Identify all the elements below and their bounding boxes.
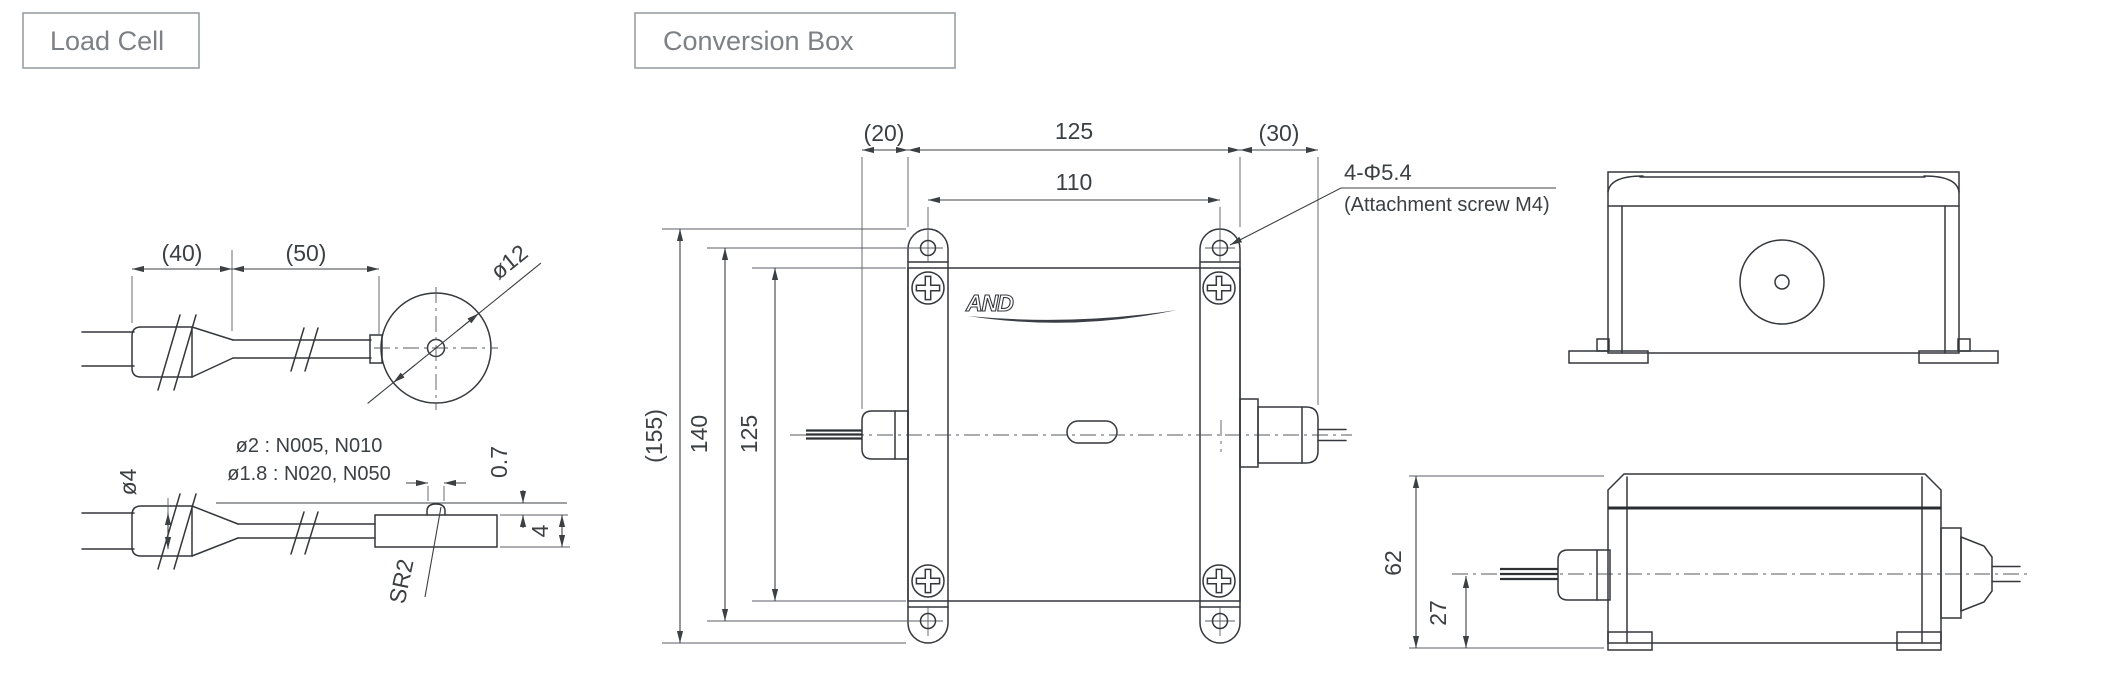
foot-tab-right [1957, 338, 1971, 352]
conversion-box-front-view: AND (20) 125 (30) 110 [641, 118, 1556, 644]
dim-155-label: (155) [641, 409, 667, 463]
dim-50-label: (50) [286, 240, 327, 266]
dim-140-label: 140 [686, 415, 712, 453]
taper-top [191, 326, 234, 341]
conversion-box-label-box [634, 12, 956, 69]
load-cell-label-text: Load Cell [50, 26, 164, 56]
taper-top [191, 505, 239, 525]
cable-gland-small [1557, 549, 1611, 601]
gland-flange-right [1239, 398, 1259, 468]
access-hole-center [1774, 274, 1790, 290]
oval-slot [1066, 420, 1118, 444]
break-mark [290, 327, 305, 372]
dim-125-height-label: 125 [736, 415, 762, 453]
dim-dia4-label: ø4 [115, 468, 141, 495]
mounting-hole-bottom-right [1204, 605, 1236, 637]
box-outline [1607, 171, 1960, 354]
foot-plate-left [1568, 350, 1649, 364]
foot-plate-right [1918, 350, 1999, 364]
taper-bottom [191, 357, 234, 378]
cable-gland-large [1960, 535, 1993, 613]
dim-20-label: (20) [864, 120, 905, 146]
lid-corner-arc-right [1923, 175, 1960, 193]
dim-40-label: (40) [162, 240, 203, 266]
phillips-screw-icon [911, 564, 945, 598]
break-mark [304, 511, 319, 555]
load-cell-tip-view: ø2 : N005, N010 ø1.8 : N020, N050 0.7 4 … [81, 435, 570, 606]
access-hole [1739, 239, 1825, 325]
conversion-box-side-view: 62 27 [1380, 473, 2030, 651]
lid-corner-arc-left [1607, 175, 1644, 193]
conversion-box-section-label: Conversion Box [634, 12, 956, 69]
foot-tab-left [1596, 338, 1610, 352]
break-mark [157, 314, 181, 391]
dim-62-label: 62 [1380, 550, 1406, 576]
phillips-screw-icon [1202, 271, 1236, 305]
sr2-leader-line [424, 506, 442, 598]
conversion-box-top-view [1568, 171, 1999, 364]
cable-gland-left [861, 410, 909, 460]
load-cell-label-box [22, 12, 200, 69]
dim-27-label: 27 [1425, 600, 1451, 626]
break-mark [304, 327, 319, 372]
sr2-label: SR2 [384, 557, 419, 606]
taper-bottom [191, 537, 239, 557]
phillips-screw-icon [911, 271, 945, 305]
conversion-box-label-text: Conversion Box [663, 26, 854, 56]
break-mark [290, 511, 305, 555]
and-logo: AND [965, 290, 1013, 316]
load-cell-section-label: Load Cell [22, 12, 200, 69]
dim-4-label: 4 [527, 524, 553, 537]
screw-callout-label: 4-Φ5.4 [1344, 160, 1412, 185]
screw-callout-leader [1229, 187, 1556, 246]
probe-head [374, 514, 498, 548]
box-outline [1607, 473, 1942, 644]
dia12-arrow-upper [456, 312, 480, 332]
dim-0-7-label: 0.7 [486, 446, 512, 478]
dia12-dimension-label: ø12 [485, 239, 532, 284]
dia12-arrow-lower [392, 364, 416, 384]
logo-swoosh [968, 310, 1177, 323]
tip-models-line1: ø2 : N005, N010 [236, 435, 383, 457]
load-cell-side-view: ø12 (40) (50) [81, 239, 542, 410]
dim-30-label: (30) [1259, 120, 1300, 146]
box-body [907, 267, 1241, 602]
connector-body [131, 505, 193, 557]
tip-models-line2: ø1.8 : N020, N050 [227, 463, 390, 485]
foot-right [1896, 631, 1942, 651]
phillips-screw-icon [1202, 564, 1236, 598]
foot-left [1607, 631, 1653, 651]
cable-gland-right [1257, 406, 1319, 464]
dim-125-width-label: 125 [1055, 118, 1093, 144]
connector-body [131, 326, 193, 378]
gland-flange-right [1940, 527, 1962, 619]
rod-end-cap [369, 334, 383, 364]
dim-110-label: 110 [1056, 169, 1093, 195]
sr2-dome [426, 503, 446, 516]
screw-note-label: (Attachment screw M4) [1344, 194, 1550, 216]
